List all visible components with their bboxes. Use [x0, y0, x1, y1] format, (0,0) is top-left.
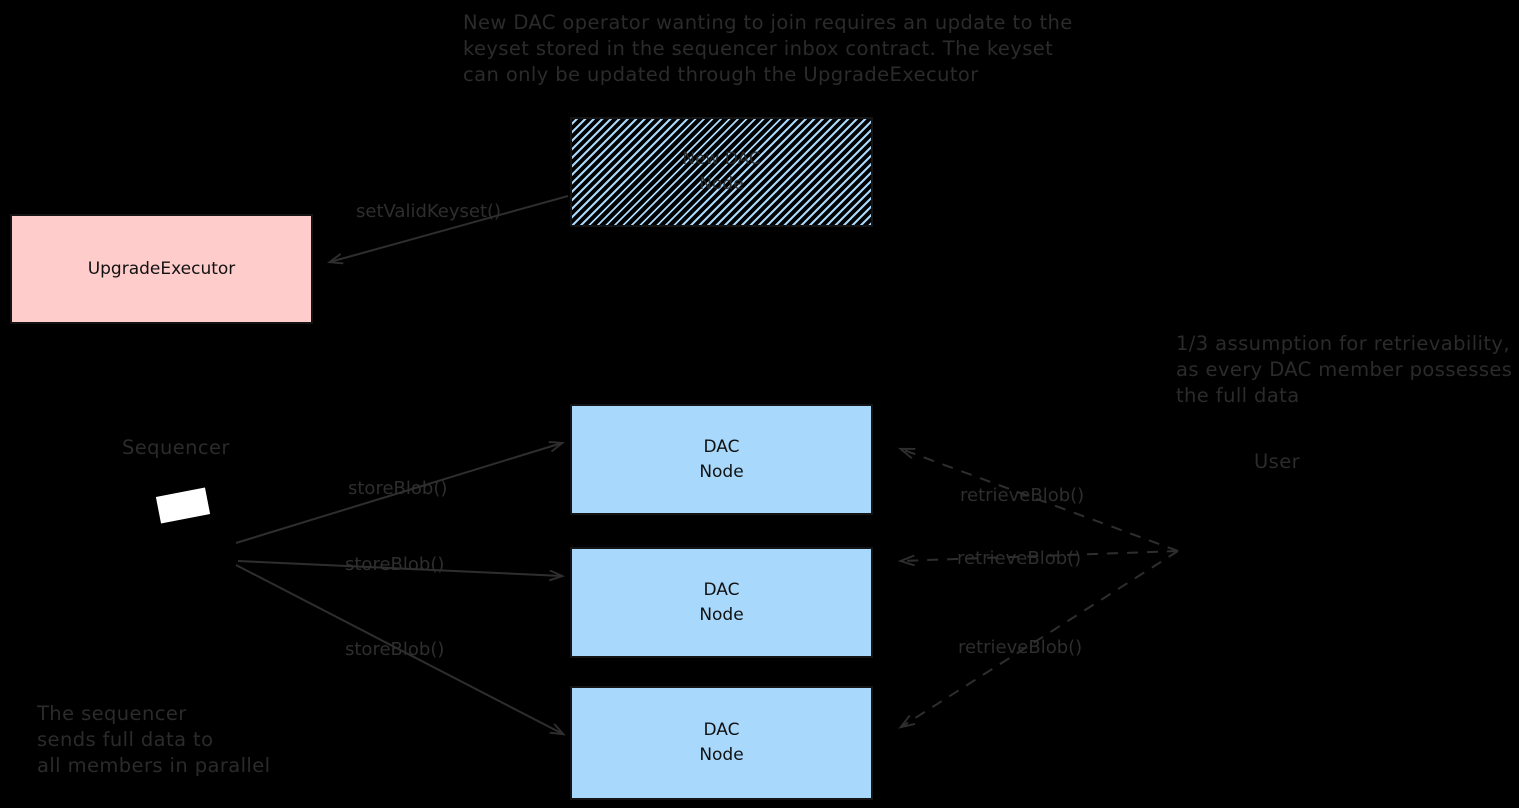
- dac-node-box-1[interactable]: DAC Node: [570, 404, 873, 515]
- upgrade-executor-label: UpgradeExecutor: [87, 258, 236, 279]
- dac-node-box-3[interactable]: DAC Node: [570, 686, 873, 800]
- dac-node-label-1: DAC Node: [699, 436, 744, 482]
- edge-label-retrieve-blob-1: retrieveBlob(): [960, 485, 1085, 506]
- dac-node-label-3: DAC Node: [699, 720, 744, 765]
- new-dac-node-label: New DAC Node: [682, 149, 761, 194]
- edge-label-set-valid-keyset: setValidKeyset(): [356, 201, 502, 222]
- edge-label-store-blob-3: storeBlob(): [345, 639, 445, 660]
- annotation-retrievability-note: 1/3 assumption for retrievability, as ev…: [1176, 332, 1513, 407]
- edge-label-store-blob-1: storeBlob(): [348, 478, 448, 499]
- edge-label-store-blob-2: storeBlob(): [345, 554, 445, 575]
- dac-node-label-2: DAC Node: [699, 579, 744, 625]
- upgrade-executor-box[interactable]: UpgradeExecutor: [10, 214, 313, 324]
- sequencer-icon: [155, 487, 211, 524]
- edge-label-retrieve-blob-2: retrieveBlob(): [957, 548, 1082, 569]
- sequencer-label: Sequencer: [122, 436, 230, 459]
- annotation-keyset-note: New DAC operator wanting to join require…: [463, 11, 1073, 86]
- dac-node-box-2[interactable]: DAC Node: [570, 547, 873, 658]
- edge-label-retrieve-blob-3: retrieveBlob(): [958, 637, 1083, 658]
- user-label: User: [1254, 450, 1301, 473]
- annotation-sequencer-note: The sequencer sends full data to all mem…: [37, 702, 271, 777]
- new-dac-node-box[interactable]: New DAC Node: [570, 117, 873, 227]
